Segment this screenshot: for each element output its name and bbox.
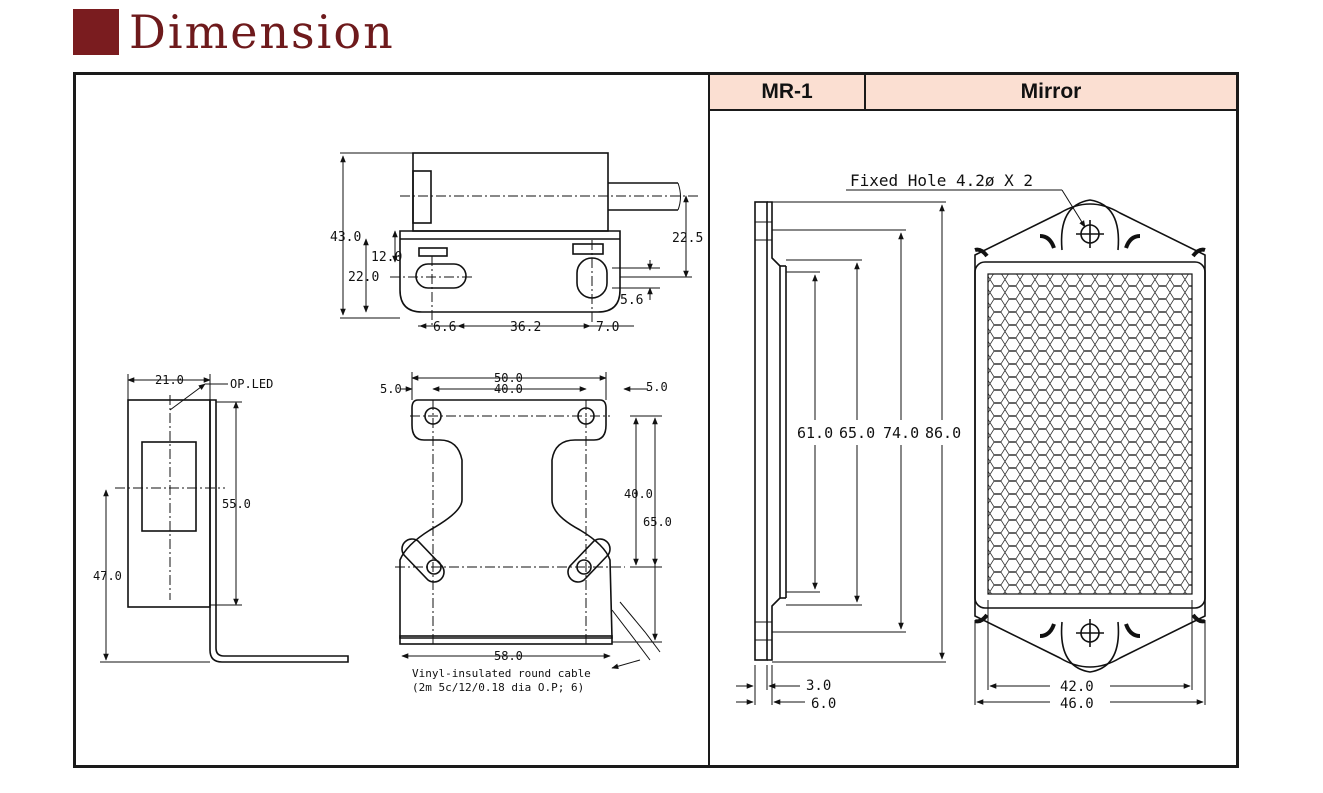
title-square-icon <box>73 9 119 55</box>
bracket-view-labels: 50.0 40.0 5.0 5.0 40.0 65.0 58.0 Vinyl-i… <box>380 371 672 694</box>
dim-46: 46.0 <box>1060 696 1094 712</box>
dim-50: 50.0 <box>494 371 523 385</box>
drawing-frame <box>73 72 1239 768</box>
dim-36-2: 36.2 <box>510 320 541 335</box>
dim-42: 42.0 <box>1060 679 1094 695</box>
sensor-side-view-labels: 43.0 12.0 22.0 22.5 6.6 36.2 7.0 5.6 <box>330 230 703 335</box>
mirror-side-view-labels: 61.0 65.0 74.0 86.0 3.0 6.0 <box>797 424 961 712</box>
dim-40-top: 40.0 <box>494 382 523 396</box>
model-header: MR-1 <box>710 75 866 111</box>
dim-55: 55.0 <box>222 497 251 511</box>
dim-6: 6.0 <box>811 696 836 712</box>
fixed-hole-label: Fixed Hole 4.2ø X 2 <box>850 171 1033 190</box>
dim-5-6: 5.6 <box>620 293 643 308</box>
bracket-view <box>395 372 662 669</box>
dim-58: 58.0 <box>494 649 523 663</box>
dim-6-6: 6.6 <box>433 320 456 335</box>
cable-note-line1: Vinyl-insulated round cable <box>412 667 591 680</box>
dim-12: 12.0 <box>371 250 402 265</box>
page-title-bar: Dimension <box>73 4 395 60</box>
mirror-front-view <box>846 189 1206 705</box>
sensor-side-view <box>340 152 700 329</box>
dim-7-0: 7.0 <box>596 320 619 335</box>
dim-40-side: 40.0 <box>624 487 653 501</box>
hex-reflector-pattern <box>987 273 1193 595</box>
dim-47: 47.0 <box>93 569 122 583</box>
page-title: Dimension <box>129 5 395 59</box>
dim-74: 74.0 <box>883 424 919 442</box>
dim-65-mirror: 65.0 <box>839 424 875 442</box>
mirror-front-view-labels: Fixed Hole 4.2ø X 2 42.0 46.0 <box>850 171 1094 712</box>
product-name-header: Mirror <box>866 75 1236 111</box>
sensor-end-view <box>100 374 349 663</box>
op-led-label: OP.LED <box>230 377 273 391</box>
dim-21: 21.0 <box>155 373 184 387</box>
cable-note-line2: (2m 5c/12/0.18 dia O.P; 6) <box>412 681 584 694</box>
mirror-side-view <box>736 201 946 705</box>
dim-43: 43.0 <box>330 230 361 245</box>
sensor-end-view-labels: 21.0 OP.LED 55.0 47.0 <box>93 373 273 583</box>
dim-22-5: 22.5 <box>672 231 703 246</box>
dim-61: 61.0 <box>797 424 833 442</box>
frame-divider <box>708 72 710 768</box>
dim-22: 22.0 <box>348 270 379 285</box>
dim-65: 65.0 <box>643 515 672 529</box>
dim-5-right: 5.0 <box>646 380 668 394</box>
dim-3: 3.0 <box>806 678 831 694</box>
dim-5-left: 5.0 <box>380 382 402 396</box>
dim-86: 86.0 <box>925 424 961 442</box>
